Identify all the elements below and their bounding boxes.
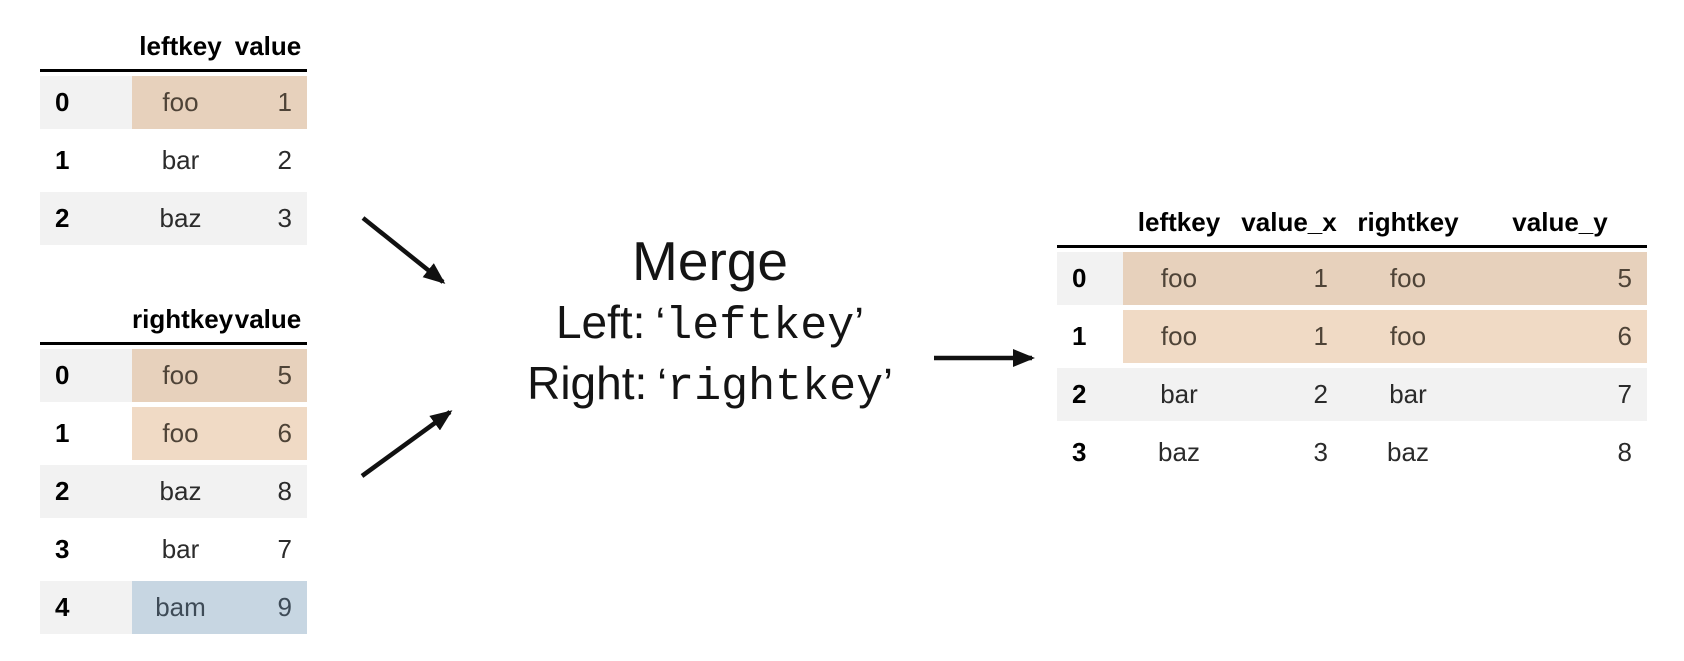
table-cell: 2	[277, 145, 292, 175]
table-cell: 3	[277, 203, 292, 233]
left-dataframe: leftkey value 0 foo 1 1 bar 2 2 baz 3	[40, 24, 307, 250]
table-cell: bam	[132, 581, 229, 634]
table-cell: bar	[161, 145, 200, 175]
open-quote: ‘	[655, 299, 666, 348]
merge-label: Merge Left:‘leftkey’ Right:‘rightkey’	[430, 228, 990, 416]
left-prefix: Left:	[555, 296, 646, 348]
table-cell: 8	[1617, 437, 1632, 467]
column-header: leftkey	[139, 31, 222, 61]
table-cell: 5	[229, 349, 307, 402]
index-cell: 0	[1072, 263, 1087, 293]
table-row: 2 baz 3	[40, 192, 307, 245]
table-row: 3 bar 7	[40, 523, 307, 576]
table-row: 2 bar 2 bar 7	[1057, 368, 1647, 421]
table-cell: 9	[229, 581, 307, 634]
merge-title: Merge	[632, 230, 788, 292]
table-cell: 1	[229, 76, 307, 129]
merged-dataframe-header-row: leftkey value_x rightkey value_y	[1057, 200, 1647, 245]
open-quote: ‘	[657, 360, 668, 409]
table-cell: baz	[159, 203, 202, 233]
table-cell: 5	[1473, 252, 1647, 305]
table-cell: foo	[1123, 310, 1235, 363]
arrow-right-table-to-merge	[360, 410, 453, 478]
table-cell: 7	[1617, 379, 1632, 409]
close-quote: ’	[854, 299, 865, 348]
header-rule	[40, 69, 307, 72]
table-cell: 2	[1313, 379, 1328, 409]
table-cell: foo	[132, 76, 229, 129]
table-cell: 6	[229, 407, 307, 460]
column-header: rightkey	[1357, 207, 1459, 237]
index-cell: 2	[55, 476, 70, 506]
column-header: value_x	[1241, 207, 1337, 237]
table-row: 1 foo 1 foo 6	[1057, 310, 1647, 363]
merged-dataframe: leftkey value_x rightkey value_y 0 foo 1…	[1057, 200, 1647, 484]
index-cell: 2	[1072, 379, 1087, 409]
merge-right-key-line: Right:‘rightkey’	[430, 355, 990, 416]
right-prefix: Right:	[527, 357, 648, 409]
index-cell: 0	[55, 87, 70, 117]
index-cell: 0	[55, 360, 70, 390]
table-cell: 6	[1473, 310, 1647, 363]
close-quote: ’	[883, 360, 893, 409]
header-rule	[1057, 245, 1647, 248]
column-header: value_y	[1512, 207, 1608, 237]
table-cell: baz	[1387, 437, 1429, 467]
table-cell: foo	[1343, 252, 1473, 305]
table-row: 2 baz 8	[40, 465, 307, 518]
table-cell: foo	[1123, 252, 1235, 305]
table-cell: bar	[161, 534, 200, 564]
index-cell: 2	[55, 203, 70, 233]
table-row: 4 bam 9	[40, 581, 307, 634]
table-cell: foo	[1343, 310, 1473, 363]
index-cell: 4	[55, 592, 70, 622]
column-header: leftkey	[1137, 207, 1221, 237]
header-rule	[40, 342, 307, 345]
index-cell: 1	[55, 418, 70, 448]
index-cell: 1	[1072, 321, 1087, 351]
merge-left-key-line: Left:‘leftkey’	[430, 294, 990, 355]
left-dataframe-header-row: leftkey value	[40, 24, 307, 69]
table-row: 0 foo 1	[40, 76, 307, 129]
table-cell: 1	[1235, 252, 1343, 305]
table-row: 0 foo 1 foo 5	[1057, 252, 1647, 305]
index-cell: 3	[1072, 437, 1087, 467]
table-row: 3 baz 3 baz 8	[1057, 426, 1647, 479]
table-row: 1 bar 2	[40, 134, 307, 187]
table-cell: baz	[1158, 437, 1200, 467]
right-dataframe: rightkey value 0 foo 5 1 foo 6 2 baz 8 3…	[40, 297, 307, 639]
table-cell: foo	[132, 349, 229, 402]
table-cell: 8	[277, 476, 292, 506]
index-cell: 3	[55, 534, 70, 564]
table-row: 1 foo 6	[40, 407, 307, 460]
index-cell: 1	[55, 145, 70, 175]
table-cell: baz	[159, 476, 202, 506]
table-row: 0 foo 5	[40, 349, 307, 402]
right-key-name: rightkey	[667, 362, 884, 413]
table-cell: bar	[1160, 379, 1198, 409]
table-cell: 1	[1235, 310, 1343, 363]
table-cell: 7	[277, 534, 292, 564]
right-dataframe-header-row: rightkey value	[40, 297, 307, 342]
table-cell: foo	[132, 407, 229, 460]
column-header: value	[234, 31, 302, 61]
table-cell: 3	[1313, 437, 1328, 467]
left-key-name: leftkey	[665, 301, 855, 352]
column-header: value	[234, 304, 302, 334]
column-header: rightkey	[132, 304, 234, 334]
table-cell: bar	[1389, 379, 1427, 409]
